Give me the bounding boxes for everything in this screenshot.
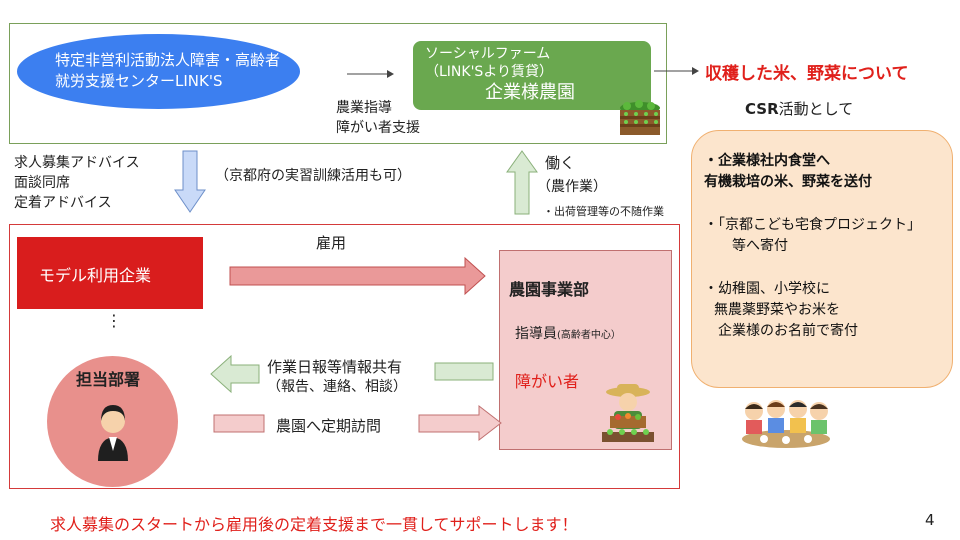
csr-item3-line3: 企業様のお名前で寄付: [718, 323, 858, 339]
csr-heading-bold: CSR: [745, 100, 779, 118]
npo-ellipse: 特定非営利活動法人障害・高齢者 就労支援センターLINK'S: [17, 34, 300, 109]
csr-box: ・企業様社内食堂へ 有機栽培の米、野菜を送付 ・「京都こども宅食プロジェクト」 …: [691, 130, 953, 388]
disabled-workers-label: 障がい者: [515, 372, 580, 391]
page-number: 4: [925, 511, 935, 529]
farmer-icon: [602, 384, 654, 442]
model-company-box: モデル利用企業: [17, 237, 203, 309]
support-advice-list: 求人募集アドバイス 面談同席 定着アドバイス: [14, 153, 140, 213]
farm-field-icon: [620, 100, 660, 135]
ellipsis-mark: ⋮: [106, 311, 122, 330]
employment-label: 雇用: [316, 234, 347, 252]
info-share-line1: 作業日報等情報共有: [267, 358, 403, 376]
department-label: 担当部署: [76, 370, 141, 389]
support-line1: 農業指導: [336, 100, 392, 116]
advice-line1: 求人募集アドバイス: [14, 155, 140, 171]
csr-item3-line2: 無農薬野菜やお米を: [714, 302, 840, 318]
farm-dept-title: 農園事業部: [509, 280, 590, 299]
csr-item1-line1: ・企業様社内食堂へ: [704, 153, 830, 169]
staff-person-icon: [98, 405, 128, 461]
csr-item2-line1: ・「京都こども宅食プロジェクト」: [704, 217, 921, 233]
instructor-note: (高齢者中心）: [557, 330, 621, 341]
farm-line1: ソーシャルファーム: [425, 46, 551, 62]
top-section-frame: [9, 23, 667, 144]
children-eating-illustration: [742, 400, 830, 448]
work-note: ・出荷管理等の不随作業: [543, 205, 664, 218]
up-arrow: [506, 150, 538, 215]
training-note: （京都府の実習訓練活用も可）: [215, 168, 411, 184]
advice-line3: 定着アドバイス: [14, 195, 112, 211]
social-farm-box: ソーシャルファーム （LINK'Sより賃貸） 企業様農園: [413, 41, 651, 110]
advice-line2: 面談同席: [14, 175, 70, 191]
work-label: 働く: [545, 154, 576, 172]
main-section-frame: [9, 224, 680, 489]
info-share-arrow: [210, 354, 494, 394]
instructor-label: 指導員: [515, 326, 557, 342]
npo-name-line1: 特定非営利活動法人障害・高齢者: [55, 51, 281, 69]
npo-to-farm-arrow: [347, 70, 394, 78]
model-company-label: モデル利用企業: [39, 266, 152, 285]
csr-item1-line2: 有機栽培の米、野菜を送付: [704, 174, 872, 190]
info-share-text: 作業日報等情報共有 （報告、連絡、相談）: [267, 357, 407, 397]
instructor-line: 指導員(高齢者中心）: [515, 323, 621, 343]
support-line2: 障がい者支援: [336, 120, 420, 136]
footer-slogan: 求人募集のスタートから雇用後の定着支援まで一貫してサポートします！: [50, 515, 578, 534]
employment-arrow: [229, 256, 486, 296]
csr-heading-rest: 活動として: [778, 100, 854, 118]
farm-line3: 企業様農園: [485, 82, 575, 103]
farm-line2: （LINK'Sより賃貸）: [425, 64, 554, 80]
harvest-title: 収穫した米、野菜について: [705, 64, 909, 84]
visit-label: 農園へ定期訪問: [276, 417, 382, 435]
harvest-arrow: [654, 67, 699, 75]
visit-arrow: [213, 404, 502, 442]
info-share-line2: （報告、連絡、相談）: [267, 379, 407, 395]
farm-department-box: [499, 250, 672, 450]
npo-name-line2: 就労支援センターLINK'S: [55, 72, 223, 90]
csr-item2-line2: 等へ寄付: [732, 238, 788, 254]
csr-heading: CSR活動として: [745, 98, 853, 119]
support-text: 農業指導 障がい者支援: [336, 98, 420, 138]
csr-item3-line1: ・幼稚園、小学校に: [704, 281, 830, 297]
down-arrow: [174, 150, 206, 213]
work-sub: （農作業）: [537, 179, 607, 195]
